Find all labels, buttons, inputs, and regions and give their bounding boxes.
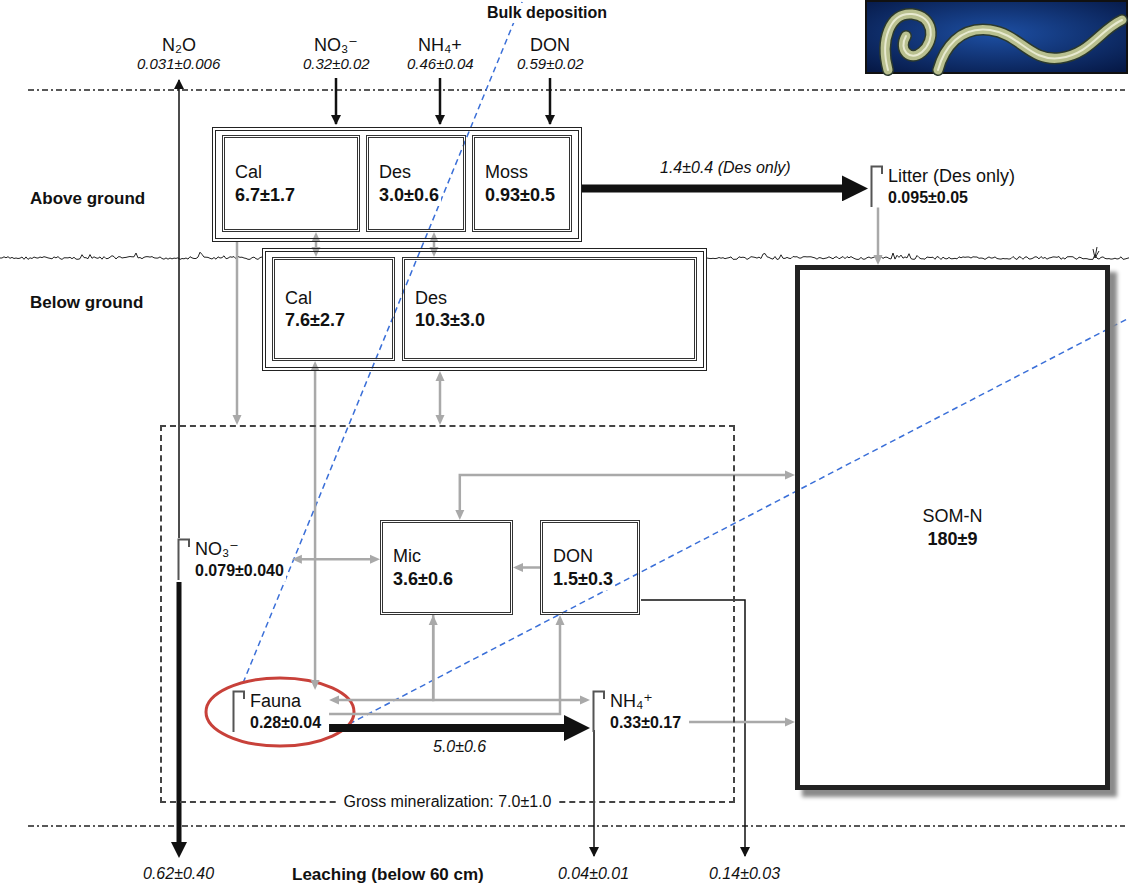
deposition-arrow: [439, 78, 442, 124]
nematode-photo: [866, 1, 1127, 73]
figure-label: Below ground: [28, 292, 145, 313]
pool-bracket: Fauna0.28±0.04: [230, 690, 329, 733]
pool-value: 0.93±0.5: [483, 184, 557, 207]
zoom-line: [349, 318, 1129, 724]
bracket-outline: [177, 538, 191, 581]
deposition-arrow: [335, 78, 338, 124]
boundary-line: [28, 89, 1125, 91]
pool-name: Litter (Des only): [886, 165, 1017, 188]
flux-label: 5.0±0.6: [431, 737, 488, 757]
flux-arrow: [336, 615, 433, 700]
flux-arrow: [439, 378, 442, 418]
flux-arrow: [877, 208, 880, 259]
pool-box: Cal7.6±2.7: [272, 257, 395, 361]
figure-label: N₂O: [160, 34, 198, 57]
bracket-outline: [234, 692, 245, 733]
bracket-outline: [870, 165, 884, 208]
pool-value: 0.095±0.05: [886, 188, 1017, 208]
figure-label: DON: [528, 34, 572, 57]
plant-sprig: [1093, 247, 1099, 258]
bracket-outline: [592, 690, 606, 733]
pool-box: Moss0.93±0.5: [472, 135, 572, 232]
pool-name: Mic: [391, 545, 423, 568]
flux-arrow: [329, 622, 560, 714]
pool-name: Des: [377, 161, 413, 184]
ground-line: [0, 252, 262, 259]
figure-label: Bulk deposition: [485, 3, 609, 23]
pool-bracket: NH₄⁺0.33±0.17: [590, 690, 689, 733]
pool-value: 10.3±3.0: [413, 309, 487, 332]
pool-box: DON1.5±0.3: [540, 520, 640, 615]
flux-arrow: [329, 724, 576, 732]
aboveground-group: Cal6.7±1.7Des3.0±0.6Moss0.93±0.5: [212, 127, 582, 242]
flux-arrow: [299, 558, 373, 561]
flux-arrow: [582, 184, 854, 192]
figure-label: Above ground: [28, 188, 147, 209]
flux-arrow: [520, 566, 540, 569]
pool-name: Des: [413, 287, 449, 310]
region-label: Gross mineralization: 7.0±1.0: [338, 792, 558, 812]
pool-name: Moss: [483, 161, 530, 184]
ground-line: [707, 253, 1129, 260]
pool-name: NO₃⁻: [193, 538, 286, 561]
pool-box: Cal6.7±1.7: [222, 135, 360, 232]
pool-name: NH₄⁺: [608, 690, 683, 713]
pool-box: Des3.0±0.6: [366, 135, 466, 232]
flux-arrow: [460, 475, 788, 513]
highlight-ellipse: [206, 678, 354, 746]
pool-bracket: NO₃⁻0.079±0.040: [175, 538, 292, 581]
figure-label: NO₃⁻: [312, 34, 360, 57]
flux-arrow: [689, 721, 788, 724]
bracket-outline: [179, 540, 190, 581]
boundary-line: [28, 825, 1125, 827]
figure-label: Leaching (below 60 cm): [290, 864, 486, 885]
pool-value: 1.5±0.3: [551, 568, 615, 591]
pool-name: DON: [551, 545, 595, 568]
bracket-outline: [232, 690, 246, 733]
pool-name: Cal: [283, 287, 314, 310]
pool-value: 3.6±0.6: [391, 568, 455, 591]
pool-name: Fauna: [248, 690, 323, 713]
figure-label: NH₄+: [416, 34, 464, 57]
pool-value: 6.7±1.7: [233, 184, 297, 207]
belowground-group: Cal7.6±2.7Des10.3±3.0: [262, 248, 707, 371]
flux-label: 1.4±0.4 (Des only): [658, 158, 793, 178]
pool-value: 180±9: [926, 528, 980, 551]
figure-label: 0.46±0.04: [405, 55, 476, 74]
zoom-line: [243, 0, 523, 683]
pool-name: SOM-N: [921, 505, 985, 528]
pool-box: Des10.3±3.0: [402, 257, 697, 361]
flux-arrow: [314, 368, 317, 683]
pool-box: Mic3.6±0.6: [380, 520, 513, 615]
emission-arrow: [178, 80, 180, 538]
pool-value: 0.079±0.040: [193, 561, 286, 581]
leaching-arrow: [593, 730, 595, 856]
pool-value: 7.6±2.7: [283, 309, 347, 332]
leaching-arrow: [177, 582, 182, 851]
pool-value: 0.33±0.17: [608, 713, 683, 733]
deposition-arrow: [549, 78, 552, 124]
bracket-outline: [594, 692, 605, 733]
figure-label: 0.32±0.02: [301, 55, 372, 74]
pool-bracket: Litter (Des only)0.095±0.05: [868, 165, 1023, 208]
figure-label: 0.59±0.02: [515, 55, 586, 74]
bracket-outline: [872, 167, 883, 208]
pool-value: 0.28±0.04: [248, 713, 323, 733]
flux-arrow: [236, 242, 239, 418]
figure-label: 0.04±0.01: [556, 864, 631, 884]
pool-value: 3.0±0.6: [377, 184, 441, 207]
pool-name: Cal: [233, 161, 264, 184]
som-box: SOM-N180±9: [795, 265, 1110, 790]
figure-label: 0.62±0.40: [141, 864, 216, 884]
figure-label: 0.14±0.03: [707, 864, 782, 884]
figure-label: 0.031±0.006: [135, 55, 222, 74]
